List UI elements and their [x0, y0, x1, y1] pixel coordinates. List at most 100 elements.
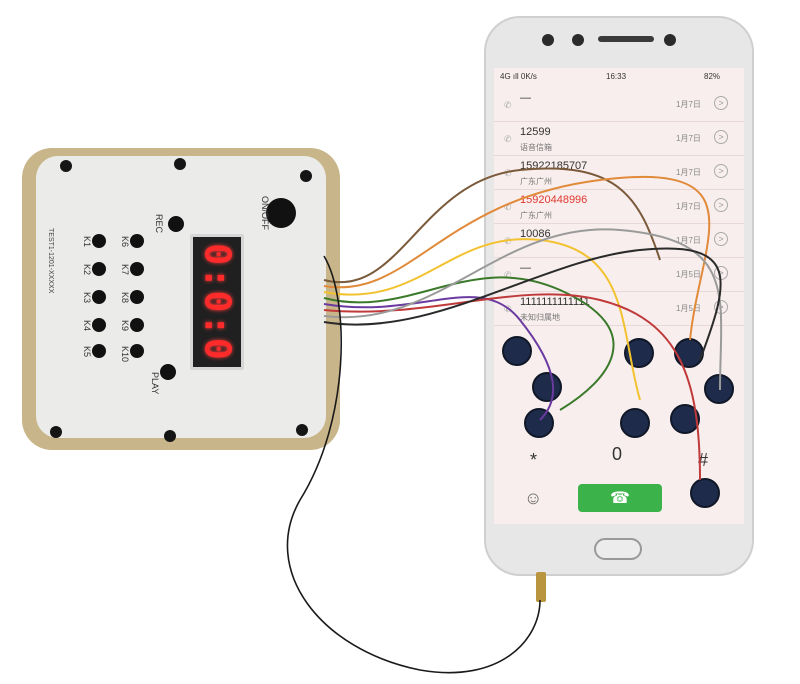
- power-button[interactable]: [266, 198, 296, 228]
- call-button[interactable]: ☎: [578, 484, 662, 512]
- call-log-row[interactable]: ✆ 15920448996 广东广州 1月7日 >: [494, 190, 744, 224]
- call-log-row[interactable]: ✆ 12599 语音信箱 1月7日 >: [494, 122, 744, 156]
- call-date: 1月7日: [676, 134, 701, 143]
- key-label: K8: [120, 292, 130, 304]
- suction-cup: [690, 478, 720, 508]
- call-icon: ✆: [504, 202, 512, 212]
- key-button-k8[interactable]: [130, 290, 144, 304]
- suction-cup: [704, 374, 734, 404]
- phone-screen: 4G ıll 0K/s 16:33 82% ✆ — 1月7日 > ✆ 12599…: [494, 68, 744, 524]
- contacts-icon[interactable]: ☺: [524, 488, 543, 508]
- call-log-row[interactable]: ✆ 1111111111111 未知归属地 1月5日 >: [494, 292, 744, 326]
- audio-plug: [536, 572, 546, 602]
- call-date: 1月7日: [676, 236, 701, 245]
- key-button-k3[interactable]: [92, 290, 106, 304]
- details-chevron-icon[interactable]: >: [714, 266, 728, 280]
- status-battery: 82%: [704, 72, 721, 81]
- display-digits: 0:0:0: [196, 242, 238, 362]
- suction-cup: [502, 336, 532, 366]
- dial-key-hash[interactable]: #: [698, 450, 709, 470]
- key-label: K6: [120, 236, 130, 248]
- call-number: —: [520, 92, 531, 104]
- details-chevron-icon[interactable]: >: [714, 232, 728, 246]
- key-button-k2[interactable]: [92, 262, 106, 276]
- suction-cup: [674, 338, 704, 368]
- key-label: K5: [82, 346, 92, 358]
- call-icon: ✆: [504, 236, 512, 246]
- status-signal: 4G ıll 0K/s: [500, 72, 537, 81]
- call-log-row[interactable]: ✆ 10086 1月7日 >: [494, 224, 744, 258]
- call-location: 广东广州: [520, 211, 552, 220]
- key-button-k7[interactable]: [130, 262, 144, 276]
- screw-icon: [300, 170, 312, 182]
- call-number: 10086: [520, 228, 551, 240]
- details-chevron-icon[interactable]: >: [714, 164, 728, 178]
- screw-icon: [60, 160, 72, 172]
- key-label: K9: [120, 320, 130, 332]
- suction-cup: [624, 338, 654, 368]
- call-number: 12599: [520, 126, 551, 138]
- key-label: K7: [120, 264, 130, 276]
- key-label: K10: [120, 346, 130, 363]
- screw-icon: [164, 430, 176, 442]
- call-location: 未知归属地: [520, 313, 560, 322]
- rec-button[interactable]: [168, 216, 184, 232]
- board-serial-text: TEST1-1201-XXXXX: [47, 228, 54, 294]
- home-button[interactable]: [594, 538, 642, 560]
- call-icon: ✆: [504, 304, 512, 314]
- call-number: —: [520, 262, 531, 274]
- call-date: 1月7日: [676, 202, 701, 211]
- call-date: 1月7日: [676, 100, 701, 109]
- suction-cup: [670, 404, 700, 434]
- details-chevron-icon[interactable]: >: [714, 96, 728, 110]
- play-button[interactable]: [160, 364, 176, 380]
- call-icon: ✆: [504, 168, 512, 178]
- call-icon: ✆: [504, 270, 512, 280]
- details-chevron-icon[interactable]: >: [714, 300, 728, 314]
- key-button-k10[interactable]: [130, 344, 144, 358]
- sensor-icon: [572, 34, 584, 46]
- status-bar: 4G ıll 0K/s 16:33 82%: [494, 68, 744, 86]
- key-label: K1: [82, 236, 92, 248]
- phone-icon: ☎: [610, 490, 630, 507]
- key-label: K4: [82, 320, 92, 332]
- call-number: 1111111111111: [520, 296, 590, 308]
- screw-icon: [174, 158, 186, 170]
- key-button-k5[interactable]: [92, 344, 106, 358]
- earpiece-speaker: [598, 36, 654, 42]
- key-label: K3: [82, 292, 92, 304]
- call-date: 1月5日: [676, 304, 701, 313]
- key-label: K2: [82, 264, 92, 276]
- call-location: 广东广州: [520, 177, 552, 186]
- call-icon: ✆: [504, 134, 512, 144]
- call-date: 1月5日: [676, 270, 701, 279]
- key-button-k6[interactable]: [130, 234, 144, 248]
- front-camera-icon: [542, 34, 554, 46]
- suction-cup: [620, 408, 650, 438]
- sensor-icon: [664, 34, 676, 46]
- status-time: 16:33: [606, 72, 627, 81]
- call-log-row[interactable]: ✆ 15922185707 广东广州 1月7日 >: [494, 156, 744, 190]
- dial-key-star[interactable]: *: [530, 450, 538, 470]
- call-date: 1月7日: [676, 168, 701, 177]
- screw-icon: [296, 424, 308, 436]
- details-chevron-icon[interactable]: >: [714, 198, 728, 212]
- call-log-row[interactable]: ✆ — 1月7日 >: [494, 88, 744, 122]
- call-number: 15922185707: [520, 160, 588, 172]
- key-button-k1[interactable]: [92, 234, 106, 248]
- call-log-row[interactable]: ✆ — 1月5日 >: [494, 258, 744, 292]
- call-icon: ✆: [504, 100, 512, 110]
- call-number: 15920448996: [520, 194, 588, 206]
- call-location: 语音信箱: [520, 143, 552, 152]
- rec-label: REC: [154, 214, 164, 234]
- key-button-k9[interactable]: [130, 318, 144, 332]
- segment-display: 0:0:0: [190, 234, 244, 370]
- suction-cup: [524, 408, 554, 438]
- dial-key-zero[interactable]: 0: [612, 444, 623, 464]
- details-chevron-icon[interactable]: >: [714, 130, 728, 144]
- key-button-k4[interactable]: [92, 318, 106, 332]
- power-label: ON/OFF: [260, 196, 270, 230]
- suction-cup: [532, 372, 562, 402]
- play-label: PLAY: [150, 372, 160, 395]
- screw-icon: [50, 426, 62, 438]
